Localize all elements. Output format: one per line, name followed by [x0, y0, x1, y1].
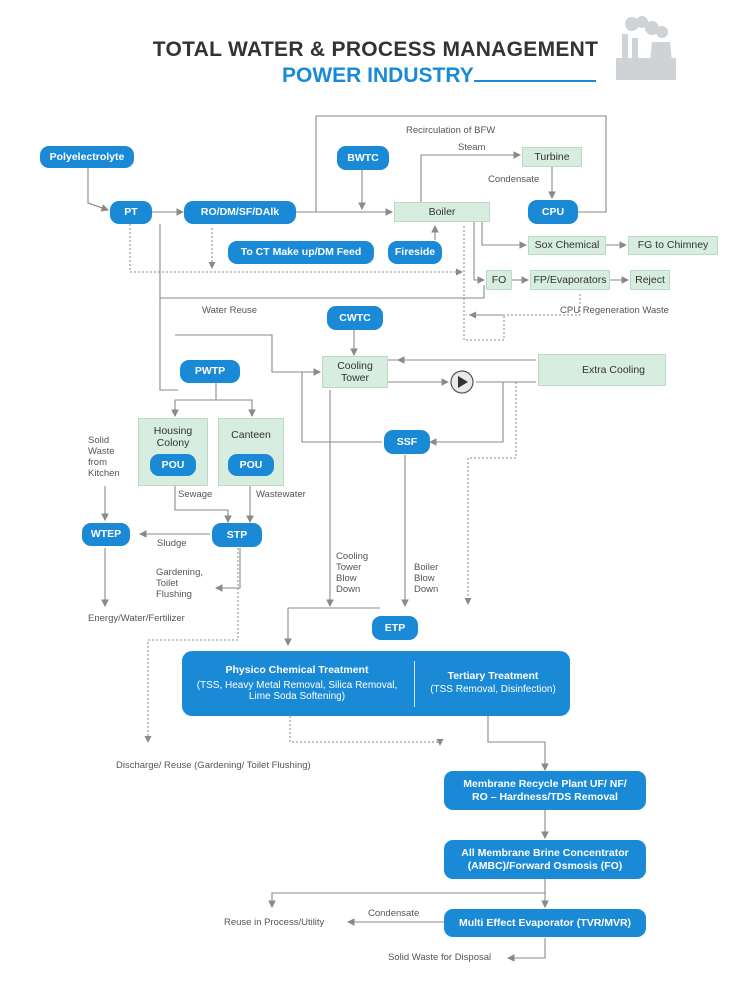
label-condensate-2: Condensate	[368, 908, 420, 919]
physico-desc: (TSS, Heavy Metal Removal, Silica Remova…	[196, 679, 398, 703]
label-wastewater: Wastewater	[256, 489, 306, 500]
node-wtep: WTEP	[82, 523, 130, 546]
tertiary-desc: (TSS Removal, Disinfection)	[430, 684, 556, 696]
treatment-box: Physico Chemical Treatment (TSS, Heavy M…	[182, 651, 570, 716]
node-ambc: All Membrane Brine Concentrator (AMBC)/F…	[444, 840, 646, 879]
node-fg-chimney: FG to Chimney	[628, 236, 718, 255]
node-fo: FO	[486, 270, 512, 290]
label-sludge: Sludge	[157, 538, 187, 549]
node-polyelectrolyte: Polyelectrolyte	[40, 146, 134, 168]
subtitle-underline	[474, 80, 596, 82]
label-discharge: Discharge/ Reuse (Gardening/ Toilet Flus…	[116, 760, 311, 771]
label-ct-blowdown: Cooling Tower Blow Down	[336, 551, 369, 595]
node-etp: ETP	[372, 616, 418, 640]
label-condensate: Condensate	[488, 174, 540, 185]
power-plant-icon	[616, 16, 676, 80]
label-cpu-regen: CPU Regeneration Waste	[560, 305, 669, 316]
node-sox: Sox Chemical	[528, 236, 606, 255]
label-boiler-blowdown: Boiler Blow Down	[414, 562, 439, 595]
node-cwtc: CWTC	[327, 306, 383, 330]
node-bwtc: BWTC	[337, 146, 389, 170]
node-stp: STP	[212, 523, 262, 547]
node-turbine: Turbine	[522, 147, 582, 167]
label-solid-waste-disposal: Solid Waste for Disposal	[388, 952, 492, 963]
treatment-divider	[414, 661, 415, 707]
housing-colony-label: Housing Colony	[153, 425, 193, 450]
label-steam: Steam	[458, 142, 486, 153]
label-gardening: Gardening, Toilet Flushing	[156, 567, 204, 600]
page-title: TOTAL WATER & PROCESS MANAGEMENT	[152, 38, 599, 61]
canteen-label: Canteen	[231, 429, 271, 441]
node-mee: Multi Effect Evaporator (TVR/MVR)	[444, 909, 646, 937]
label-water-reuse: Water Reuse	[202, 305, 258, 316]
label-reuse-process: Reuse in Process/Utility	[224, 917, 325, 928]
node-ssf: SSF	[384, 430, 430, 454]
node-fp-evap: FP/Evaporators	[530, 270, 610, 290]
node-cooling-tower: Cooling Tower	[322, 356, 388, 388]
node-ro-dm: RO/DM/SF/DAlk	[184, 201, 296, 224]
node-extra-cooling: Extra Cooling	[538, 354, 666, 386]
label-solid-waste-kitchen: Solid Waste from Kitchen	[88, 435, 120, 479]
node-boiler: Boiler	[394, 202, 490, 222]
node-canteen: Canteen	[218, 418, 284, 486]
node-to-ct: To CT Make up/DM Feed	[228, 241, 374, 264]
physico-title: Physico Chemical Treatment	[225, 663, 369, 676]
node-pou-2: POU	[228, 454, 274, 476]
node-reject: Reject	[630, 270, 670, 290]
tertiary-title: Tertiary Treatment	[447, 669, 539, 682]
node-pou-1: POU	[150, 454, 196, 476]
label-energy: Energy/Water/Fertilizer	[88, 613, 185, 624]
node-cpu: CPU	[528, 200, 578, 224]
label-recirc: Recirculation of BFW	[406, 125, 496, 136]
node-pt: PT	[110, 201, 152, 224]
page-subtitle: POWER INDUSTRY	[282, 64, 474, 87]
node-fireside: Fireside	[388, 241, 442, 264]
node-pwtp: PWTP	[180, 360, 240, 383]
label-sewage: Sewage	[178, 489, 213, 500]
node-membrane: Membrane Recycle Plant UF/ NF/ RO – Hard…	[444, 771, 646, 810]
